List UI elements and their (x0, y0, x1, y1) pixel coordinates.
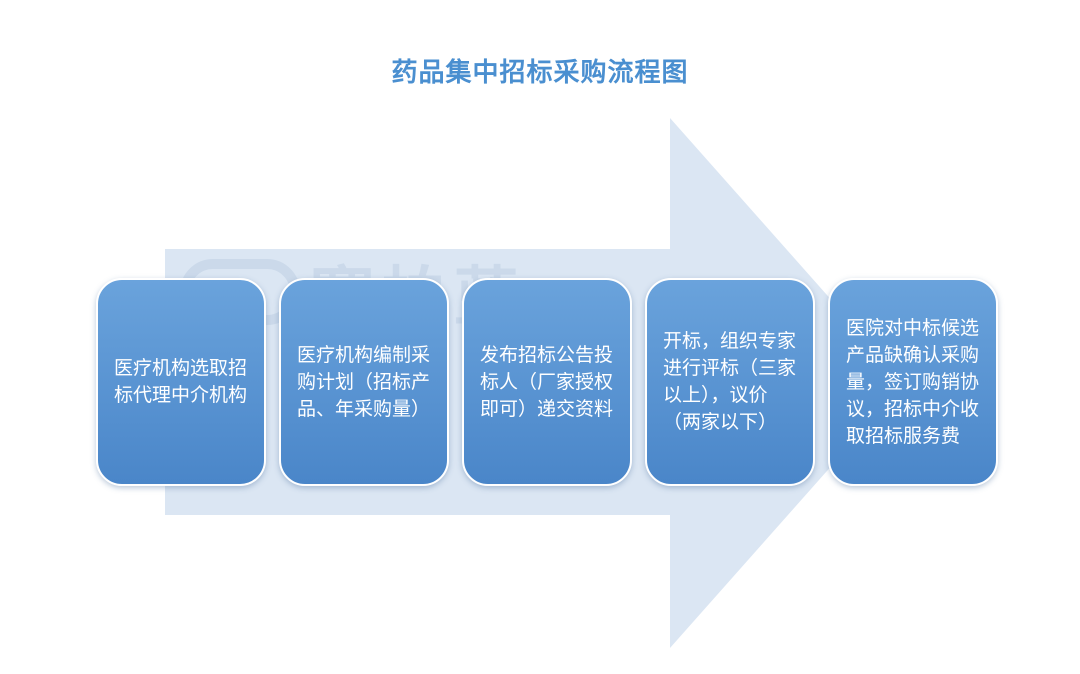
step-2-label: 医疗机构编制采购计划（招标产品、年采购量） (297, 343, 431, 420)
step-3-box: 发布招标公告投标人（厂家授权即可）递交资料 (462, 278, 632, 486)
step-2-box: 医疗机构编制采购计划（招标产品、年采购量） (279, 278, 449, 486)
step-1-label: 医疗机构选取招标代理中介机构 (114, 357, 248, 406)
step-5-box: 医院对中标候选产品缺确认采购量，签订购销协议，招标中介收取招标服务费 (828, 278, 998, 486)
step-5-label: 医院对中标候选产品缺确认采购量，签订购销协议，招标中介收取招标服务费 (846, 316, 980, 447)
step-3-label: 发布招标公告投标人（厂家授权即可）递交资料 (480, 343, 614, 420)
diagram-title: 药品集中招标采购流程图 (391, 58, 689, 88)
step-4-label: 开标，组织专家进行评标（三家以上），议价（两家以下） (663, 330, 797, 433)
step-1-box: 医疗机构选取招标代理中介机构 (96, 278, 266, 486)
step-4-box: 开标，组织专家进行评标（三家以上），议价（两家以下） (645, 278, 815, 486)
